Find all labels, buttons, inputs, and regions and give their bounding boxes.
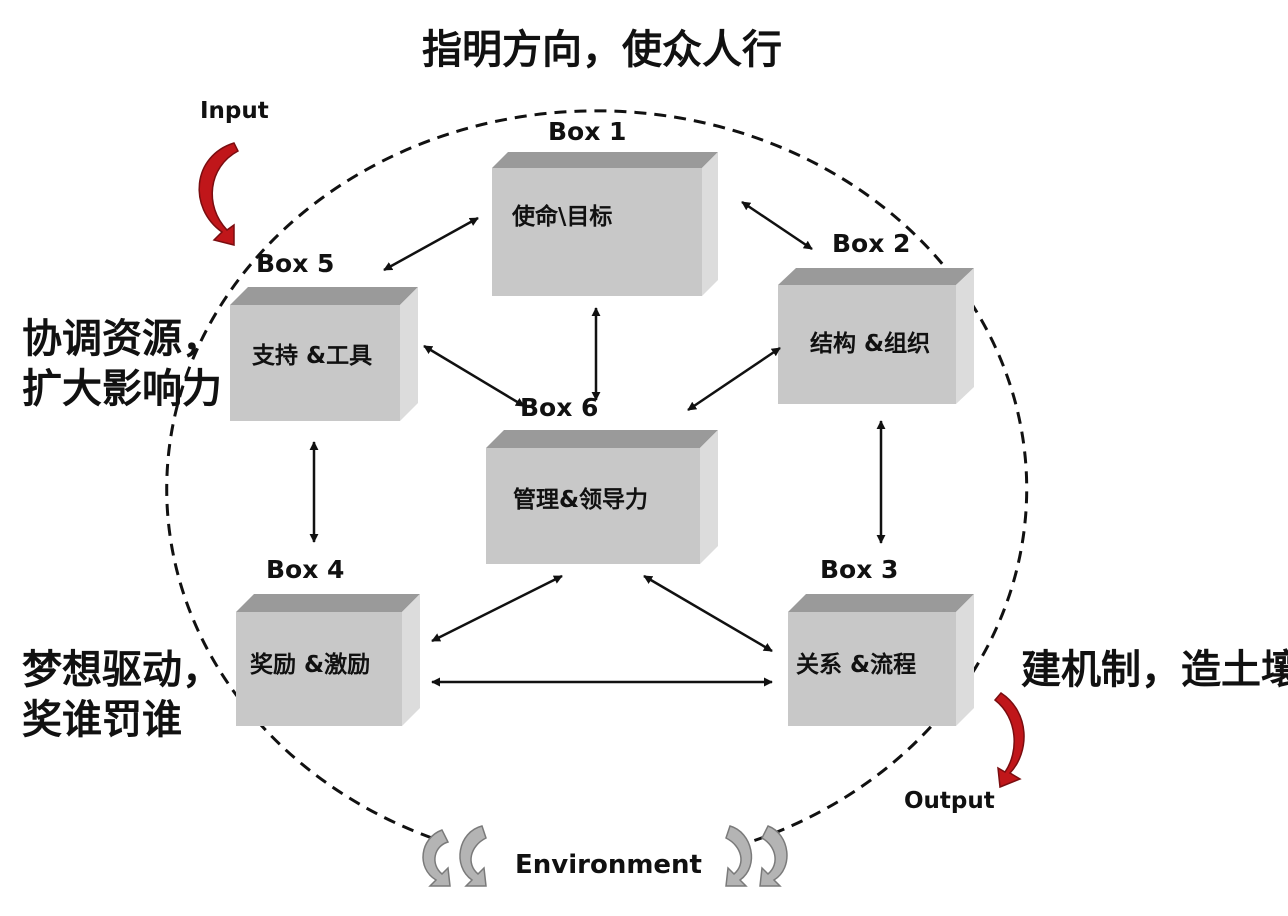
environment-right-recycle-icon — [725, 825, 788, 887]
box-3-label: 关系 &流程 — [796, 651, 916, 678]
box-5-tag: Box 5 — [256, 249, 334, 278]
arrow-box6-box3 — [643, 574, 773, 653]
environment-label: Environment — [515, 850, 702, 880]
input-label: Input — [200, 98, 269, 124]
box-4 — [236, 594, 420, 726]
box-6 — [486, 430, 718, 564]
arrow-box1-box5 — [383, 216, 479, 272]
left-lower-caption-line1: 梦想驱动， — [22, 646, 222, 693]
box-5 — [230, 287, 418, 421]
output-label: Output — [904, 788, 995, 814]
right-lower-caption: 建机制，造土壤 — [1021, 646, 1288, 693]
input-curved-arrow-icon — [198, 142, 239, 246]
left-upper-caption-line1: 协调资源， — [22, 315, 222, 362]
arrow-box1-box2 — [741, 200, 813, 251]
arrow-box6-box4 — [431, 574, 563, 643]
box-2-tag: Box 2 — [832, 229, 910, 258]
box-5-label: 支持 &工具 — [251, 343, 372, 369]
box-2-label: 结构 &组织 — [810, 330, 930, 357]
top-caption: 指明方向，使众人行 — [422, 26, 782, 73]
box-1 — [492, 152, 718, 296]
environment-left-recycle-icon — [422, 825, 487, 887]
left-upper-caption-line2: 扩大影响力 — [22, 365, 222, 412]
arrow-box5-box6 — [423, 344, 525, 408]
output-curved-arrow-icon — [993, 692, 1025, 789]
environment-boundary — [165, 109, 1029, 844]
left-lower-caption-line2: 奖谁罚谁 — [22, 696, 182, 743]
box-3-tag: Box 3 — [820, 555, 898, 584]
box-6-tag: Box 6 — [520, 393, 598, 422]
arrow-box2-box6 — [687, 346, 781, 412]
box-6-label: 管理&领导力 — [513, 486, 648, 513]
box-4-tag: Box 4 — [266, 555, 344, 584]
box-1-tag: Box 1 — [548, 117, 626, 146]
box-4-label: 奖励 &激励 — [250, 651, 370, 678]
box-1-label: 使命\目标 — [511, 203, 612, 230]
box-3 — [788, 594, 974, 726]
box-2 — [778, 268, 974, 404]
